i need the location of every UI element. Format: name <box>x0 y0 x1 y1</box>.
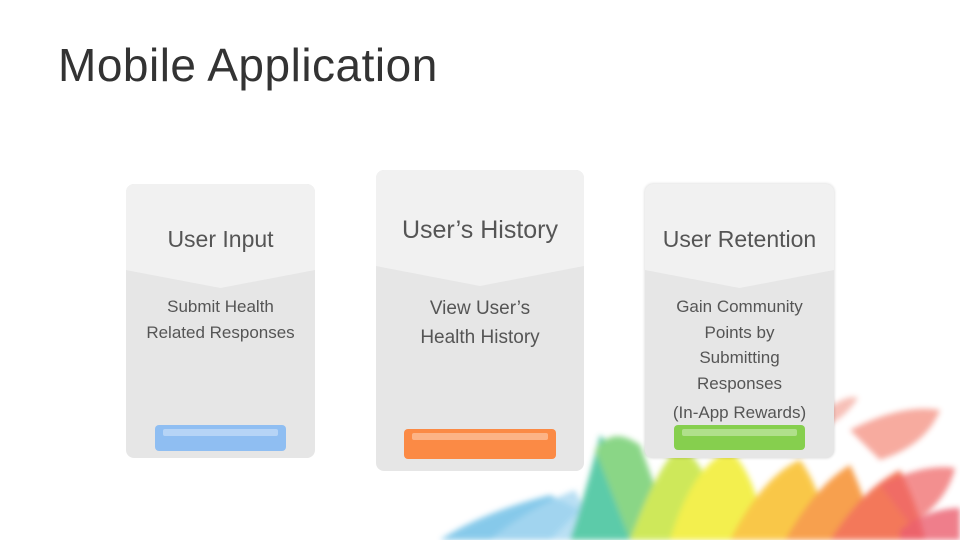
card-description: View User’s Health History <box>376 294 584 352</box>
card-description-line: (In-App Rewards) <box>645 400 834 426</box>
accent-bar-blue <box>155 425 286 451</box>
card-user-retention: User Retention Gain Community Points by … <box>645 184 834 458</box>
card-description-line: Related Responses <box>126 320 315 346</box>
accent-bar-green <box>674 425 805 450</box>
card-description-line: View User’s <box>376 294 584 323</box>
card-description-line: Responses <box>645 371 834 397</box>
card-description-line: Points by <box>645 320 834 346</box>
card-description: Gain Community Points by Submitting Resp… <box>645 294 834 426</box>
card-description: Submit Health Related Responses <box>126 294 315 346</box>
card-users-history: User’s History View User’s Health Histor… <box>376 170 584 471</box>
card-description-line: Health History <box>376 323 584 352</box>
card-title: User Input <box>126 226 315 253</box>
card-title: User’s History <box>376 216 584 245</box>
slide-title: Mobile Application <box>58 38 438 92</box>
accent-bar-highlight <box>682 429 797 436</box>
card-description-line: Submit Health <box>126 294 315 320</box>
accent-bar-orange <box>404 429 556 459</box>
card-title: User Retention <box>645 226 834 253</box>
card-user-input: User Input Submit Health Related Respons… <box>126 184 315 458</box>
card-description-line: Gain Community <box>645 294 834 320</box>
accent-bar-highlight <box>163 429 278 436</box>
card-description-line: Submitting <box>645 345 834 371</box>
accent-bar-highlight <box>412 433 548 440</box>
